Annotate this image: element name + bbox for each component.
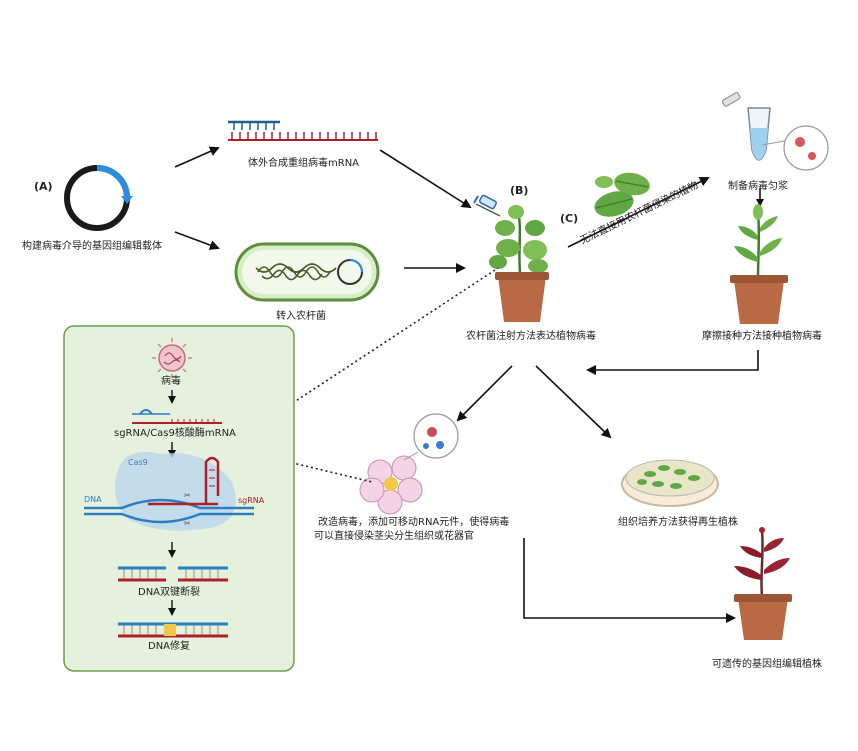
label-dna: DNA: [84, 495, 102, 504]
edited-plant-icon: [734, 527, 792, 640]
arrow-vector-to-mrna: [174, 146, 220, 168]
recombinant-mrna-icon: [228, 120, 378, 141]
petri-dish-icon: [621, 459, 719, 507]
flower-icon: [359, 455, 423, 515]
agrobacterium-icon: [234, 242, 380, 302]
arrow-to-homogenate: [567, 177, 710, 248]
label-cas9: Cas9: [128, 458, 148, 467]
label-rub-inoculation: 摩擦接种方法接种植物病毒: [702, 331, 822, 342]
label-heritable: 可遗传的基因组编辑植株: [712, 659, 822, 670]
label-repair: DNA修复: [148, 641, 191, 652]
sgrna-mrna-icon: [132, 409, 222, 424]
dsb-icon: [118, 566, 228, 582]
dna-repair-icon: [118, 622, 228, 638]
label-sgrna: sgRNA: [238, 496, 265, 505]
arrow-back-to-center: [586, 350, 759, 375]
label-agro-transform: 转入农杆菌: [276, 311, 326, 322]
label-a: (A): [34, 180, 53, 193]
cas9-complex-icon: ✂ ✂: [84, 452, 254, 531]
arrow-to-flower: [456, 365, 513, 422]
label-tissue-culture: 组织培养方法获得再生植株: [618, 517, 738, 528]
label-modified-virus-line2: 可以直接侵染茎尖分生组织或花器官: [314, 531, 474, 542]
label-modified-virus-line1: 改造病毒，添加可移动RNA元件，使得病毒: [318, 517, 510, 528]
tube-icon: [721, 92, 771, 161]
label-c: (C): [560, 212, 579, 225]
arrow-vector-to-agro: [174, 231, 220, 250]
virus-zoom-icon: [761, 125, 829, 171]
virus-particle-icon: [152, 338, 192, 378]
label-b: (B): [510, 184, 529, 197]
virus-zoom-flower-icon: [403, 413, 459, 461]
arrow-to-tissue-culture: [535, 365, 612, 439]
label-in-vitro-mrna: 体外合成重组病毒mRNA: [248, 158, 360, 169]
label-homogenate: 制备病毒匀浆: [728, 181, 788, 192]
arrow-to-heritable: [523, 538, 736, 623]
label-agro-injection: 农杆菌注射方法表达植物病毒: [466, 331, 596, 342]
label-sgrna-cas9-mrna: sgRNA/Cas9核酸酶mRNA: [114, 428, 236, 439]
svg-text:✂: ✂: [184, 491, 191, 500]
svg-text:✂: ✂: [184, 519, 191, 528]
plasmid-vector-icon: [64, 165, 133, 231]
leaves-icon: [594, 172, 650, 217]
arrow-mrna-to-plant: [379, 149, 472, 209]
dotted-link-plant: [275, 267, 499, 415]
plant-c-icon: [730, 204, 788, 324]
label-construct-vector: 构建病毒介导的基因组编辑载体: [22, 241, 162, 252]
dotted-link-flower: [271, 457, 373, 483]
plant-b-icon: [489, 205, 549, 322]
label-virus: 病毒: [161, 376, 181, 387]
label-dsb: DNA双键断裂: [138, 587, 201, 598]
syringe-icon: [473, 194, 501, 217]
